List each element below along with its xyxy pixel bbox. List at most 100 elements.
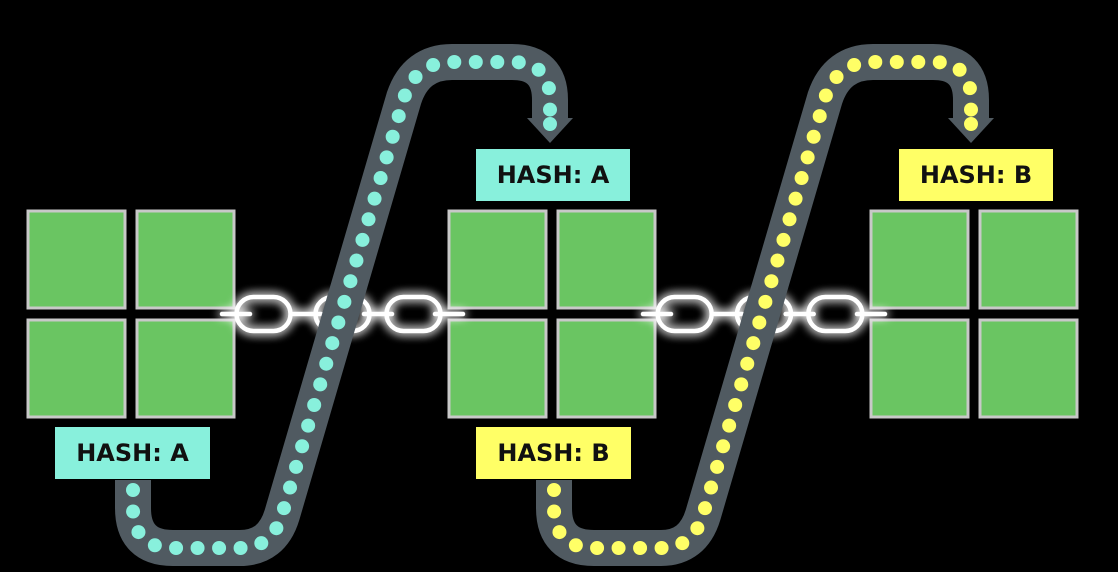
hash-dot <box>568 538 583 553</box>
hash-dot <box>289 459 304 474</box>
hash-dot <box>313 377 328 392</box>
hash-dot <box>307 397 322 412</box>
hash-dot <box>770 253 785 268</box>
hash-dot <box>373 171 388 186</box>
block-cell <box>556 318 657 419</box>
hash-dot <box>829 69 844 84</box>
hash-dot <box>511 55 526 70</box>
block-cell <box>26 318 127 419</box>
hash-dot <box>490 55 505 69</box>
hash-dot <box>911 55 926 69</box>
block-cell <box>447 318 548 419</box>
hash-dot <box>764 274 779 289</box>
hash-dot <box>734 377 749 392</box>
hash-label-block2-in: HASH: A <box>476 149 630 201</box>
hash-path-b <box>536 44 994 566</box>
hash-dot <box>964 102 978 117</box>
hash-path-a <box>115 44 573 566</box>
hash-dot <box>319 356 334 371</box>
block-cell <box>447 209 548 310</box>
hash-dot <box>543 117 557 131</box>
hash-dot <box>547 483 561 497</box>
hash-dot <box>847 58 862 73</box>
hash-dot <box>397 88 412 103</box>
hash-dot <box>379 150 394 165</box>
hash-dot <box>361 212 376 227</box>
hash-dot <box>746 336 761 351</box>
hash-dot <box>276 501 291 516</box>
hash-dot <box>728 397 743 412</box>
hash-dot <box>367 191 382 206</box>
hash-dot <box>349 253 364 268</box>
hash-dot <box>468 55 483 69</box>
hash-dot <box>355 232 370 247</box>
hash-dot <box>782 212 797 227</box>
hash-dot <box>126 504 141 519</box>
hash-label-block2-out: HASH: B <box>476 427 631 479</box>
hash-dot <box>254 536 269 551</box>
hash-dot <box>962 81 977 96</box>
block-cell <box>135 318 236 419</box>
hash-dot <box>722 418 737 433</box>
hash-dot <box>740 356 755 371</box>
hash-dot <box>552 525 567 540</box>
block-1 <box>26 209 236 419</box>
hash-dot <box>952 62 967 77</box>
hash-dot <box>331 315 346 330</box>
hash-dot <box>758 294 773 309</box>
hash-dot <box>812 109 827 124</box>
hash-dot <box>800 150 815 165</box>
hash-dot <box>169 541 184 555</box>
hash-dot <box>543 102 557 117</box>
block-cell <box>978 209 1079 310</box>
block-cell <box>556 209 657 310</box>
hash-dot <box>710 459 725 474</box>
hash-dot <box>337 294 352 309</box>
block-cell <box>135 209 236 310</box>
hash-dot <box>131 525 146 540</box>
hash-dot <box>190 541 205 555</box>
hash-dot <box>932 55 947 70</box>
hash-dot <box>704 480 719 495</box>
hash-dot <box>343 274 358 289</box>
block-cell <box>26 209 127 310</box>
hash-dot <box>590 541 605 555</box>
hash-dot <box>806 129 821 144</box>
hash-dot <box>752 315 767 330</box>
hash-dot <box>611 541 626 555</box>
hash-dot <box>964 117 978 131</box>
hash-dot <box>776 232 791 247</box>
hash-dot <box>283 480 298 495</box>
hash-dot <box>295 439 310 454</box>
block-cell <box>978 318 1079 419</box>
hash-dot <box>788 191 803 206</box>
hash-dot <box>408 69 423 84</box>
hash-dot <box>391 109 406 124</box>
hash-dot <box>547 504 562 519</box>
hash-dot <box>889 55 904 69</box>
hash-dot <box>269 521 284 536</box>
hash-dot <box>633 541 648 555</box>
hash-dot <box>325 336 340 351</box>
hash-dot <box>818 88 833 103</box>
hash-dot <box>697 501 712 516</box>
hash-dot <box>716 439 731 454</box>
hash-dot <box>447 55 462 69</box>
hash-dot <box>690 521 705 536</box>
hash-dot <box>126 483 140 497</box>
hash-dot <box>385 129 400 144</box>
hash-label-block3-in: HASH: B <box>899 149 1053 201</box>
hash-dot <box>868 55 883 69</box>
hash-dot <box>147 538 162 553</box>
hash-label-block1-out: HASH: A <box>55 427 210 479</box>
block-3 <box>869 209 1079 419</box>
block-cell <box>869 209 970 310</box>
hash-dot <box>233 540 248 555</box>
hash-dot <box>426 58 441 73</box>
block-2 <box>447 209 657 419</box>
hash-dot <box>654 540 669 555</box>
hash-dot <box>794 171 809 186</box>
block-cell <box>869 318 970 419</box>
hash-dot <box>531 62 546 77</box>
